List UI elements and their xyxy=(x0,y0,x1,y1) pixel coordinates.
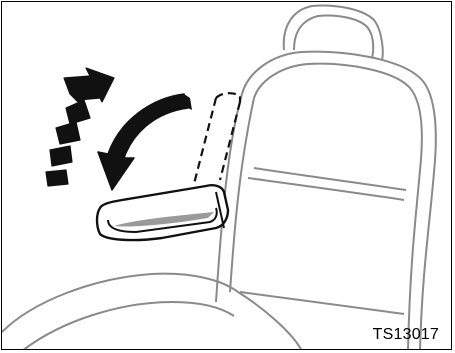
seat-armrest-illustration xyxy=(2,2,452,350)
armrest-lowered xyxy=(97,185,228,240)
lower-arrow-icon xyxy=(98,94,192,190)
seat-back xyxy=(216,52,436,350)
figure-frame: TS13017 xyxy=(1,1,452,350)
figure-code-label: TS13017 xyxy=(373,327,439,343)
seat-cushion xyxy=(2,274,302,350)
